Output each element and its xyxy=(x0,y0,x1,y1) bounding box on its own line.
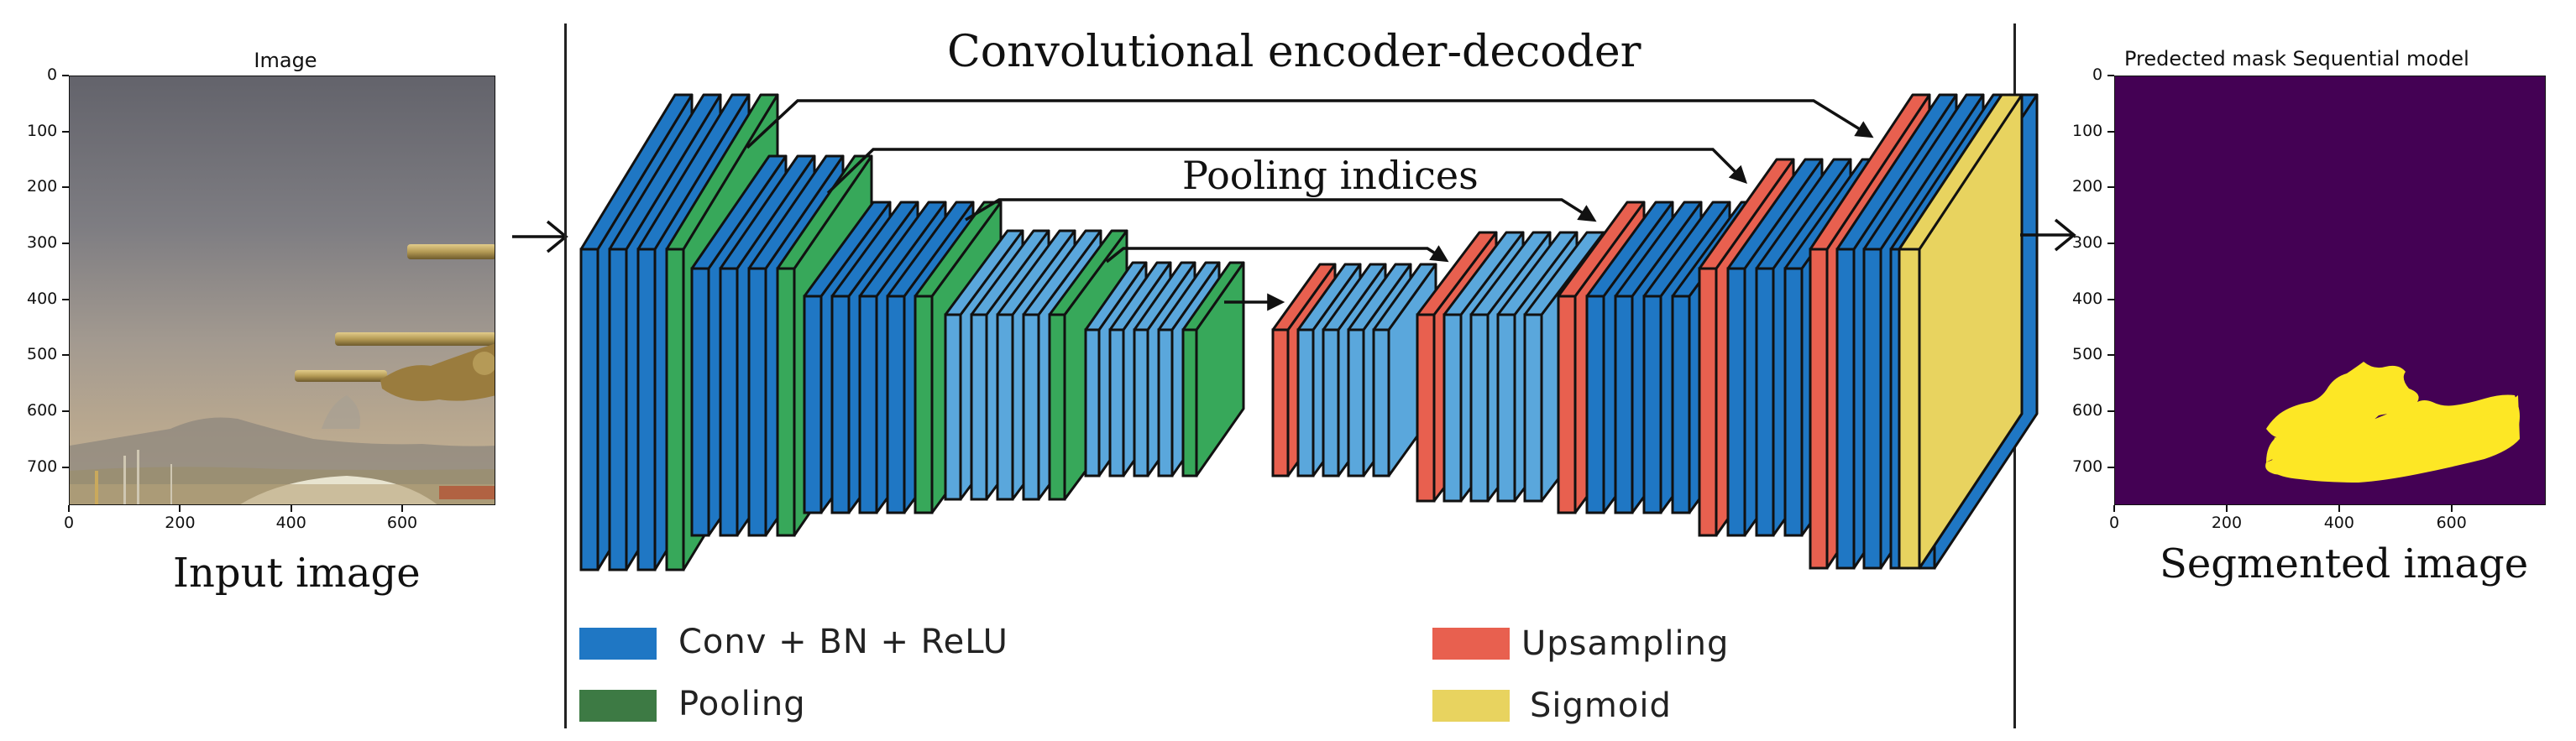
mask-y-tick-mark xyxy=(2107,186,2114,189)
mask-y-tick-label: 600 xyxy=(2072,401,2103,420)
input-y-tick-label: 500 xyxy=(27,345,58,364)
mask-x-tick-label: 600 xyxy=(2436,514,2467,532)
network-title: Convolutional encoder-decoder xyxy=(947,27,1641,77)
input-photo xyxy=(70,76,495,504)
pooling-index-arrow xyxy=(826,148,1747,195)
pooling-block xyxy=(1181,261,1245,477)
input-y-tick-label: 300 xyxy=(27,233,58,252)
input-y-tick-mark xyxy=(62,410,69,412)
input-x-tick-label: 0 xyxy=(64,514,75,532)
input-y-tick-label: 200 xyxy=(27,177,58,196)
legend-swatch-sigmoid xyxy=(1432,690,1510,722)
legend-label-pooling: Pooling xyxy=(678,685,806,723)
legend-swatch-pooling xyxy=(579,690,657,722)
arrow-right-icon xyxy=(2020,218,2076,252)
input-y-tick-mark xyxy=(62,75,69,76)
pooling-index-arrow xyxy=(965,198,1597,222)
legend-label-conv: Conv + BN + ReLU xyxy=(678,623,1008,661)
mask-y-tick-label: 500 xyxy=(2072,345,2103,364)
input-x-tick-mark xyxy=(68,505,70,512)
pooling-index-arrow xyxy=(746,99,1874,149)
mask-x-tick-mark xyxy=(2450,505,2453,512)
mask-y-tick-label: 300 xyxy=(2072,233,2103,252)
input-y-tick-mark xyxy=(62,298,69,300)
input-y-tick-label: 600 xyxy=(27,401,58,420)
mask-y-tick-label: 400 xyxy=(2072,289,2103,308)
input-x-tick-mark xyxy=(290,505,292,512)
mask-x-tick-mark xyxy=(2225,505,2228,512)
left-divider xyxy=(564,23,567,728)
input-y-tick-mark xyxy=(62,466,69,468)
mask-y-tick-mark xyxy=(2107,466,2114,468)
legend-swatch-upsampling xyxy=(1432,628,1510,660)
input-y-tick-label: 100 xyxy=(27,121,58,140)
input-y-tick-label: 400 xyxy=(27,289,58,308)
input-x-tick-mark xyxy=(179,505,181,512)
mask-x-tick-mark xyxy=(2338,505,2340,512)
input-y-tick-label: 700 xyxy=(27,457,58,476)
input-image-caption: Input image xyxy=(173,550,421,597)
mask-y-tick-label: 0 xyxy=(2092,65,2103,84)
input-y-tick-mark xyxy=(62,186,69,189)
sigmoid-block xyxy=(1898,93,2024,570)
mask-y-tick-mark xyxy=(2107,75,2114,76)
input-image-title: Image xyxy=(254,49,317,72)
mask-axes xyxy=(2114,76,2546,505)
mask-y-tick-label: 100 xyxy=(2072,121,2103,140)
mask-y-tick-mark xyxy=(2107,354,2114,357)
input-x-tick-mark xyxy=(401,505,403,512)
mask-x-tick-label: 0 xyxy=(2109,514,2120,532)
input-x-tick-label: 200 xyxy=(165,514,196,532)
legend-label-upsampling: Upsampling xyxy=(1521,624,1730,663)
mask-x-tick-mark xyxy=(2113,505,2115,512)
input-x-tick-label: 400 xyxy=(275,514,306,532)
mask-y-tick-label: 700 xyxy=(2072,457,2103,476)
mask-y-tick-mark xyxy=(2107,298,2114,300)
input-y-tick-mark xyxy=(62,354,69,357)
mask-y-tick-mark xyxy=(2107,410,2114,412)
input-y-tick-label: 0 xyxy=(47,65,58,84)
mask-x-tick-label: 200 xyxy=(2211,514,2243,532)
input-y-tick-mark xyxy=(62,130,69,133)
mask-y-tick-mark xyxy=(2107,130,2114,133)
legend-swatch-conv xyxy=(579,628,657,660)
mask-y-tick-label: 200 xyxy=(2072,177,2103,196)
segmentation-mask xyxy=(2115,76,2545,504)
pooling-indices-label: Pooling indices xyxy=(1182,153,1479,198)
mask-title: Predected mask Sequential model xyxy=(2124,47,2469,70)
input-x-tick-label: 600 xyxy=(386,514,418,532)
mask-y-tick-mark xyxy=(2107,243,2114,244)
mask-caption: Segmented image xyxy=(2160,540,2529,587)
pooling-index-arrow xyxy=(1105,245,1449,264)
input-y-tick-mark xyxy=(62,243,69,244)
input-image-axes xyxy=(69,76,495,505)
legend-label-sigmoid: Sigmoid xyxy=(1530,686,1672,725)
mask-x-tick-label: 400 xyxy=(2323,514,2354,532)
